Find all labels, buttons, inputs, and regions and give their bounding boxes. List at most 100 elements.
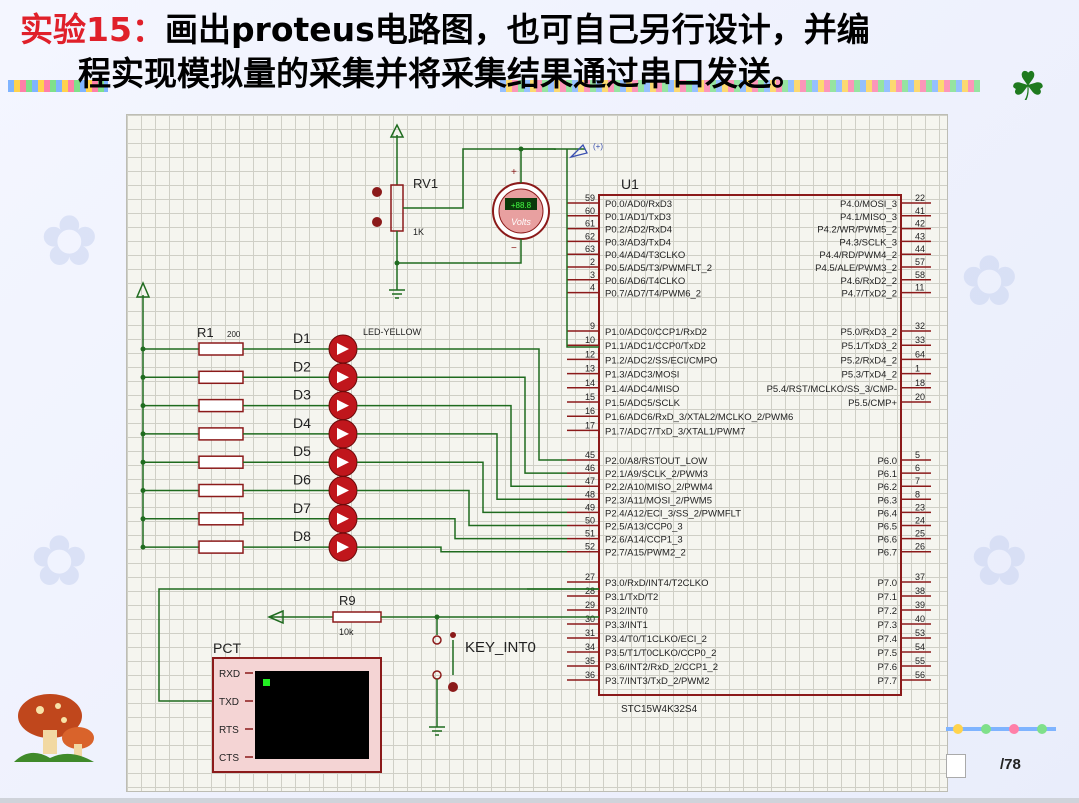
mcu-pin-number: 48 <box>585 489 595 499</box>
led-label: D3 <box>293 387 311 403</box>
mcu-pin-name: P3.5/T1/T0CLKO/CCP0_2 <box>605 648 716 659</box>
led-part: LED-YELLOW <box>363 327 422 337</box>
mcu-pin-name: P7.4 <box>877 634 897 645</box>
mcu-pin-name: P0.1/AD1/TxD3 <box>605 212 671 223</box>
flower-decoration: ✿ <box>30 520 89 602</box>
mcu-pin-name: P2.3/A11/MOSI_2/PWM5 <box>605 495 712 506</box>
mcu-pin-number: 28 <box>585 586 595 596</box>
wire <box>357 518 567 540</box>
mcu-pin-number: 17 <box>585 420 595 430</box>
resistor <box>198 427 244 441</box>
junction <box>140 374 146 380</box>
pot-value: 1K <box>413 227 424 237</box>
wire <box>357 489 567 527</box>
mcu-pin-name: P1.1/ADC1/CCP0/TxD2 <box>605 341 706 352</box>
voltmeter-unit: Volts <box>511 217 531 227</box>
power-arrow-icon <box>389 123 405 138</box>
mcu-pin-name: P1.2/ADC2/SS/ECI/CMPO <box>605 355 717 366</box>
mcu-pin-name: P3.1/TxD/T2 <box>605 592 658 603</box>
probe-icon <box>568 143 588 159</box>
mcu-pin-number: 2 <box>590 257 595 267</box>
mcu-pin-number: 33 <box>915 335 925 345</box>
diode-symbol <box>337 343 349 355</box>
mcu-pin-name: P2.7/A15/PWM2_2 <box>605 548 686 559</box>
mcu-pin-name: P7.0 <box>877 578 897 589</box>
mcu-pin-name: P2.1/A9/SCLK_2/PWM3 <box>605 469 708 480</box>
mcu-pin-number: 11 <box>915 283 924 293</box>
nav-button[interactable] <box>946 754 966 778</box>
mcu-pin-number: 51 <box>585 529 595 539</box>
key-int0 <box>432 635 442 645</box>
led-label: D4 <box>293 415 311 431</box>
mcu-pin-number: 34 <box>585 642 595 652</box>
voltmeter-minus: − <box>511 243 517 254</box>
mcu-ref: U1 <box>621 176 639 192</box>
mcu-pin-number: 4 <box>590 283 595 293</box>
mcu-pin-name: P2.5/A13/CCP0_3 <box>605 522 683 533</box>
mcu-pin-number: 39 <box>915 600 925 610</box>
diode-symbol <box>337 399 349 412</box>
mcu-pin-name: P7.6 <box>877 662 897 673</box>
flower-decoration: ✿ <box>960 240 1019 322</box>
junction <box>140 488 146 493</box>
mcu-pin-name: P4.4/RD/PWM4_2 <box>819 250 897 261</box>
mcu-pin-number: 61 <box>585 219 595 229</box>
mcu-pin-name: P6.7 <box>877 548 897 559</box>
mcu-pin-number: 9 <box>590 321 595 331</box>
key-ref: KEY_INT0 <box>465 639 536 656</box>
mcu-pin-number: 24 <box>915 516 925 526</box>
terminal-screen <box>255 671 369 759</box>
mushroom-icon <box>14 694 94 762</box>
mcu-pin-name: P5.3/TxD4_2 <box>842 370 897 381</box>
mcu-pin-number: 23 <box>915 502 925 512</box>
power-arrow-icon <box>135 281 151 298</box>
mcu-pin-name: P2.4/A12/ECI_3/SS_2/PWMFLT <box>605 508 741 519</box>
clover-icon: ☘ <box>1010 64 1046 110</box>
mcu-pin-name: P1.0/ADC0/CCP1/RxD2 <box>605 327 707 338</box>
wire <box>357 546 567 553</box>
mcu-pin-number: 64 <box>915 349 925 359</box>
decorative-bar <box>500 80 980 92</box>
mcu-pin-number: 37 <box>915 572 925 582</box>
mcu-pin-number: 6 <box>915 463 920 473</box>
wire <box>357 461 567 514</box>
mcu-pin-name: P4.7/TxD2_2 <box>842 289 897 300</box>
mcu-pin-name: P0.5/AD5/T3/PWMFLT_2 <box>605 263 712 274</box>
mcu-pin-name: P0.6/AD6/T4CLKO <box>605 276 685 287</box>
mcu-pin-number: 36 <box>585 670 595 680</box>
resistor-r9 <box>332 611 382 623</box>
mcu-pin-number: 16 <box>585 406 595 416</box>
title-line2: 程实现模拟量的采集并将采集结果通过串口发送。 <box>78 54 804 93</box>
mcu-pin-name: P6.3 <box>877 495 897 506</box>
mcu-pin-number: 54 <box>915 642 925 652</box>
resistor <box>198 370 244 385</box>
mcu-pin-number: 35 <box>585 656 595 666</box>
mcu-pin-number: 14 <box>585 378 595 388</box>
terminal-pin-label: RTS <box>219 725 239 736</box>
terminal-pin-label: CTS <box>219 753 239 764</box>
mcu-pin-name: P7.1 <box>877 592 897 603</box>
led-label: D7 <box>293 500 311 516</box>
junction <box>140 516 146 522</box>
decorative-bar <box>8 80 108 92</box>
mcu-pin-number: 31 <box>585 628 595 638</box>
mcu-pin-number: 32 <box>915 321 925 331</box>
junction <box>140 403 146 409</box>
mcu-pin-number: 7 <box>915 476 920 486</box>
slide-title: 实验15：画出proteus电路图，也可自己另行设计，并编 程实现模拟量的采集并… <box>20 8 1030 96</box>
mcu-pin-name: P7.7 <box>877 676 897 687</box>
mcu-pin-number: 26 <box>915 542 925 552</box>
mushroom-decoration <box>10 686 98 766</box>
mcu-pin-number: 43 <box>915 231 925 241</box>
mcu-pin-name: P2.2/A10/MISO_2/PWM4 <box>605 482 713 493</box>
mcu-pin-number: 58 <box>915 270 925 280</box>
mcu-pin-name: P0.7/AD7/T4/PWM6_2 <box>605 289 701 300</box>
mcu-pin-number: 44 <box>915 244 925 254</box>
mcu-pin-number: 55 <box>915 656 925 666</box>
mcu-pin-name: P1.4/ADC4/MISO <box>605 384 679 395</box>
diode-symbol <box>337 456 349 469</box>
mcu-pin-number: 12 <box>585 349 595 359</box>
led-label: D8 <box>293 528 311 544</box>
